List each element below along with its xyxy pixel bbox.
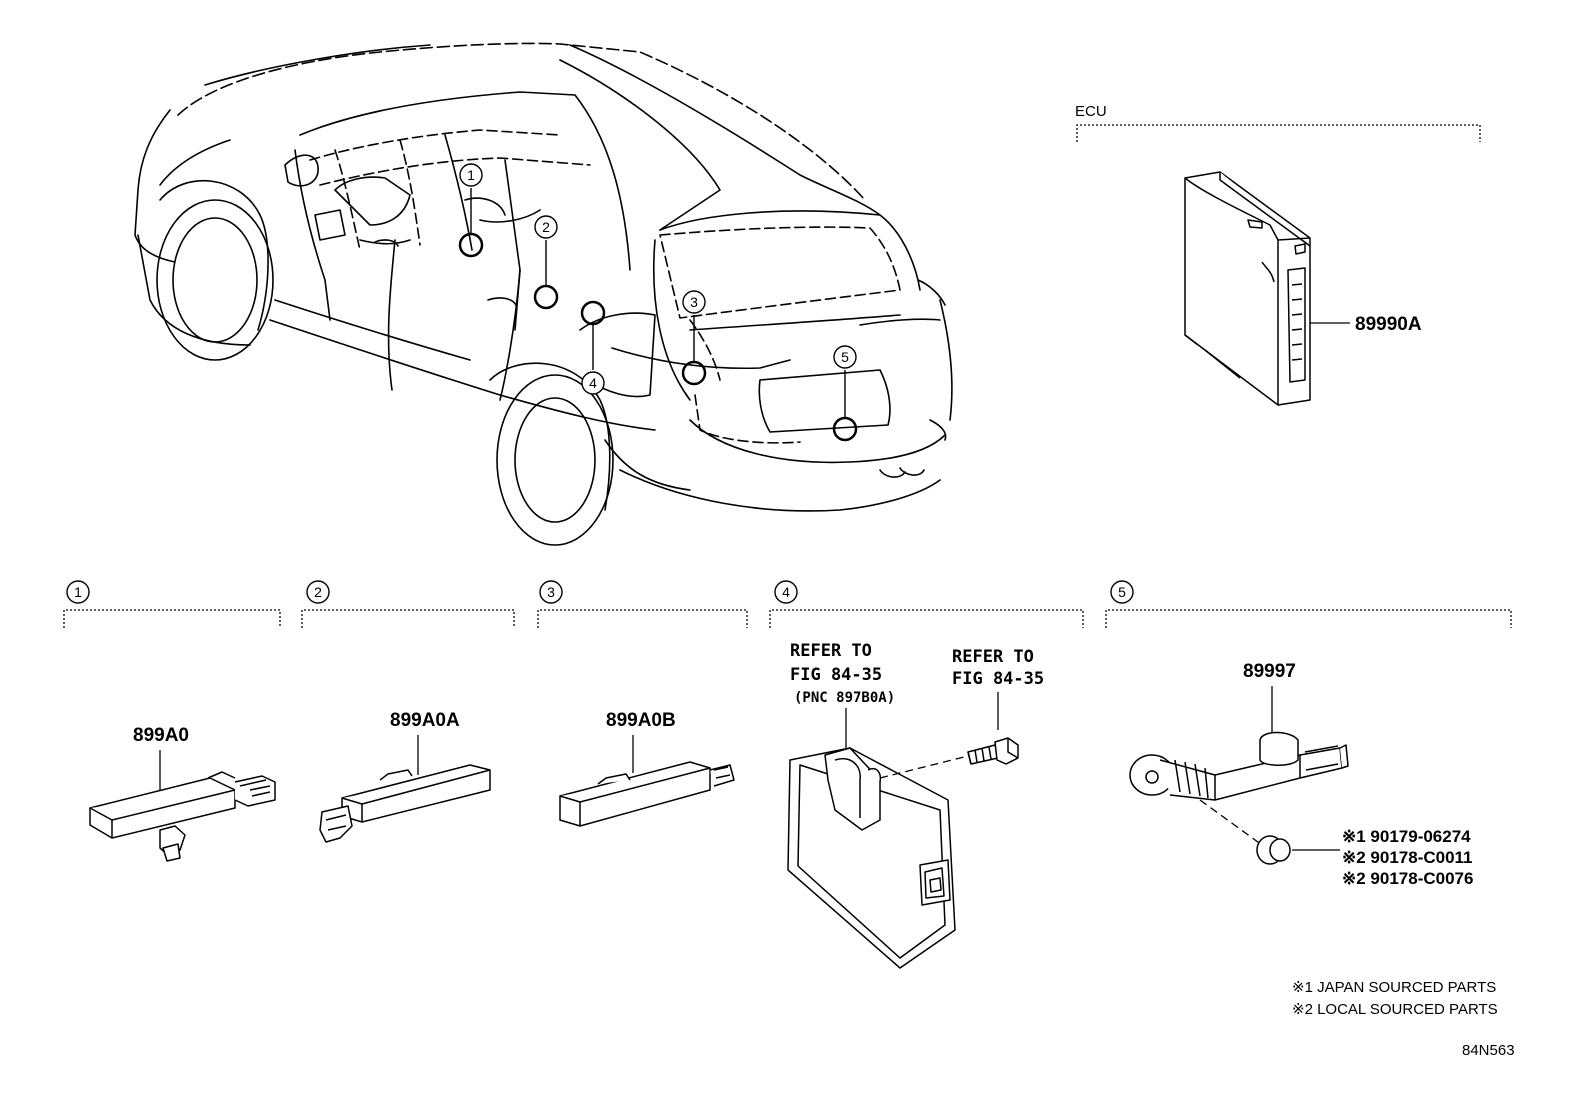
callout-circle-5: [833, 345, 857, 369]
antenna-module-899A0A[interactable]: [319, 764, 491, 843]
callout-label-4: 4: [589, 375, 597, 391]
vehicle-callouts: 1 2 3 4 5: [458, 163, 858, 442]
ecu-part-number: 89990A: [1355, 314, 1422, 335]
section-number-3: 3: [547, 584, 555, 600]
antenna-module-899A0B[interactable]: [559, 761, 735, 827]
part-number-899A0B: 899A0B: [606, 710, 676, 731]
section-3: 899A0B: [559, 710, 735, 827]
section-2: 899A0A: [319, 710, 491, 843]
location-marker-4[interactable]: [580, 300, 606, 326]
section-circle-2: [306, 580, 330, 604]
fastener-line-2: ※2 90178-C0011: [1342, 848, 1473, 867]
part-number-899A0: 899A0: [133, 725, 189, 746]
ecu-bracket: [1076, 124, 1481, 142]
ecu-module[interactable]: [1184, 171, 1311, 406]
section-number-5: 5: [1118, 584, 1126, 600]
clip-dashed-leader: [1199, 799, 1263, 846]
section-number-badges: 1 2 3 4 5: [66, 580, 1134, 604]
refer-right-line-1: REFER TO: [952, 647, 1034, 667]
section-bracket-1: [63, 609, 281, 628]
callout-circle-3: [682, 290, 706, 314]
section-5: 89997 ※1 90179-06274 ※2 90178-C0011 ※2 9…: [1129, 661, 1473, 888]
refer-left-line-1: REFER TO: [790, 641, 872, 661]
fastener-line-3: ※2 90178-C0076: [1342, 869, 1473, 888]
section-circle-5: [1110, 580, 1134, 604]
refer-left-line-3: (PNC 897B0A): [794, 690, 895, 706]
section-brackets: [63, 609, 1512, 628]
notes-block: ※1 JAPAN SOURCED PARTS ※2 LOCAL SOURCED …: [1292, 979, 1515, 1059]
callout-circle-4: [581, 371, 605, 395]
clip-fastener[interactable]: [1256, 835, 1291, 865]
fastener-line-1: ※1 90179-06274: [1342, 827, 1471, 846]
section-number-2: 2: [314, 584, 322, 600]
callout-label-3: 3: [690, 294, 698, 310]
section-bracket-3: [537, 609, 748, 628]
callout-label-1: 1: [467, 167, 475, 183]
refer-left-line-2: FIG 84-35: [790, 665, 882, 685]
note-local-sourced: ※2 LOCAL SOURCED PARTS: [1292, 1001, 1498, 1018]
bolt-dashed-leader: [879, 755, 969, 779]
callout-circle-1: [459, 163, 483, 187]
section-1: 899A0: [89, 725, 276, 862]
part-number-899A0A: 899A0A: [390, 710, 460, 731]
ecu-title: ECU: [1075, 103, 1107, 120]
section-circle-4: [774, 580, 798, 604]
location-marker-5[interactable]: [832, 416, 858, 442]
section-bracket-4: [769, 609, 1084, 628]
section-4: REFER TO FIG 84-35 (PNC 897B0A) REFER TO…: [787, 641, 1044, 969]
sensor-89997[interactable]: [1129, 731, 1349, 801]
vehicle-illustration: [134, 42, 953, 546]
section-number-4: 4: [782, 584, 790, 600]
note-japan-sourced: ※1 JAPAN SOURCED PARTS: [1292, 979, 1496, 996]
ecu-section: ECU 89990A: [1075, 103, 1481, 406]
section-circle-1: [66, 580, 90, 604]
section-number-1: 1: [74, 584, 82, 600]
callout-label-5: 5: [841, 349, 849, 365]
refer-right-line-2: FIG 84-35: [952, 669, 1044, 689]
location-marker-2[interactable]: [533, 284, 559, 310]
antenna-module-899A0[interactable]: [89, 771, 276, 862]
section-bracket-5: [1105, 609, 1512, 628]
mounting-bolt[interactable]: [967, 737, 1019, 765]
figure-code: 84N563: [1462, 1042, 1515, 1059]
control-module-with-bracket[interactable]: [787, 747, 956, 969]
section-circle-3: [539, 580, 563, 604]
section-bracket-2: [301, 609, 515, 628]
callout-label-2: 2: [542, 219, 550, 235]
callout-circle-2: [534, 215, 558, 239]
part-number-89997: 89997: [1243, 661, 1296, 682]
